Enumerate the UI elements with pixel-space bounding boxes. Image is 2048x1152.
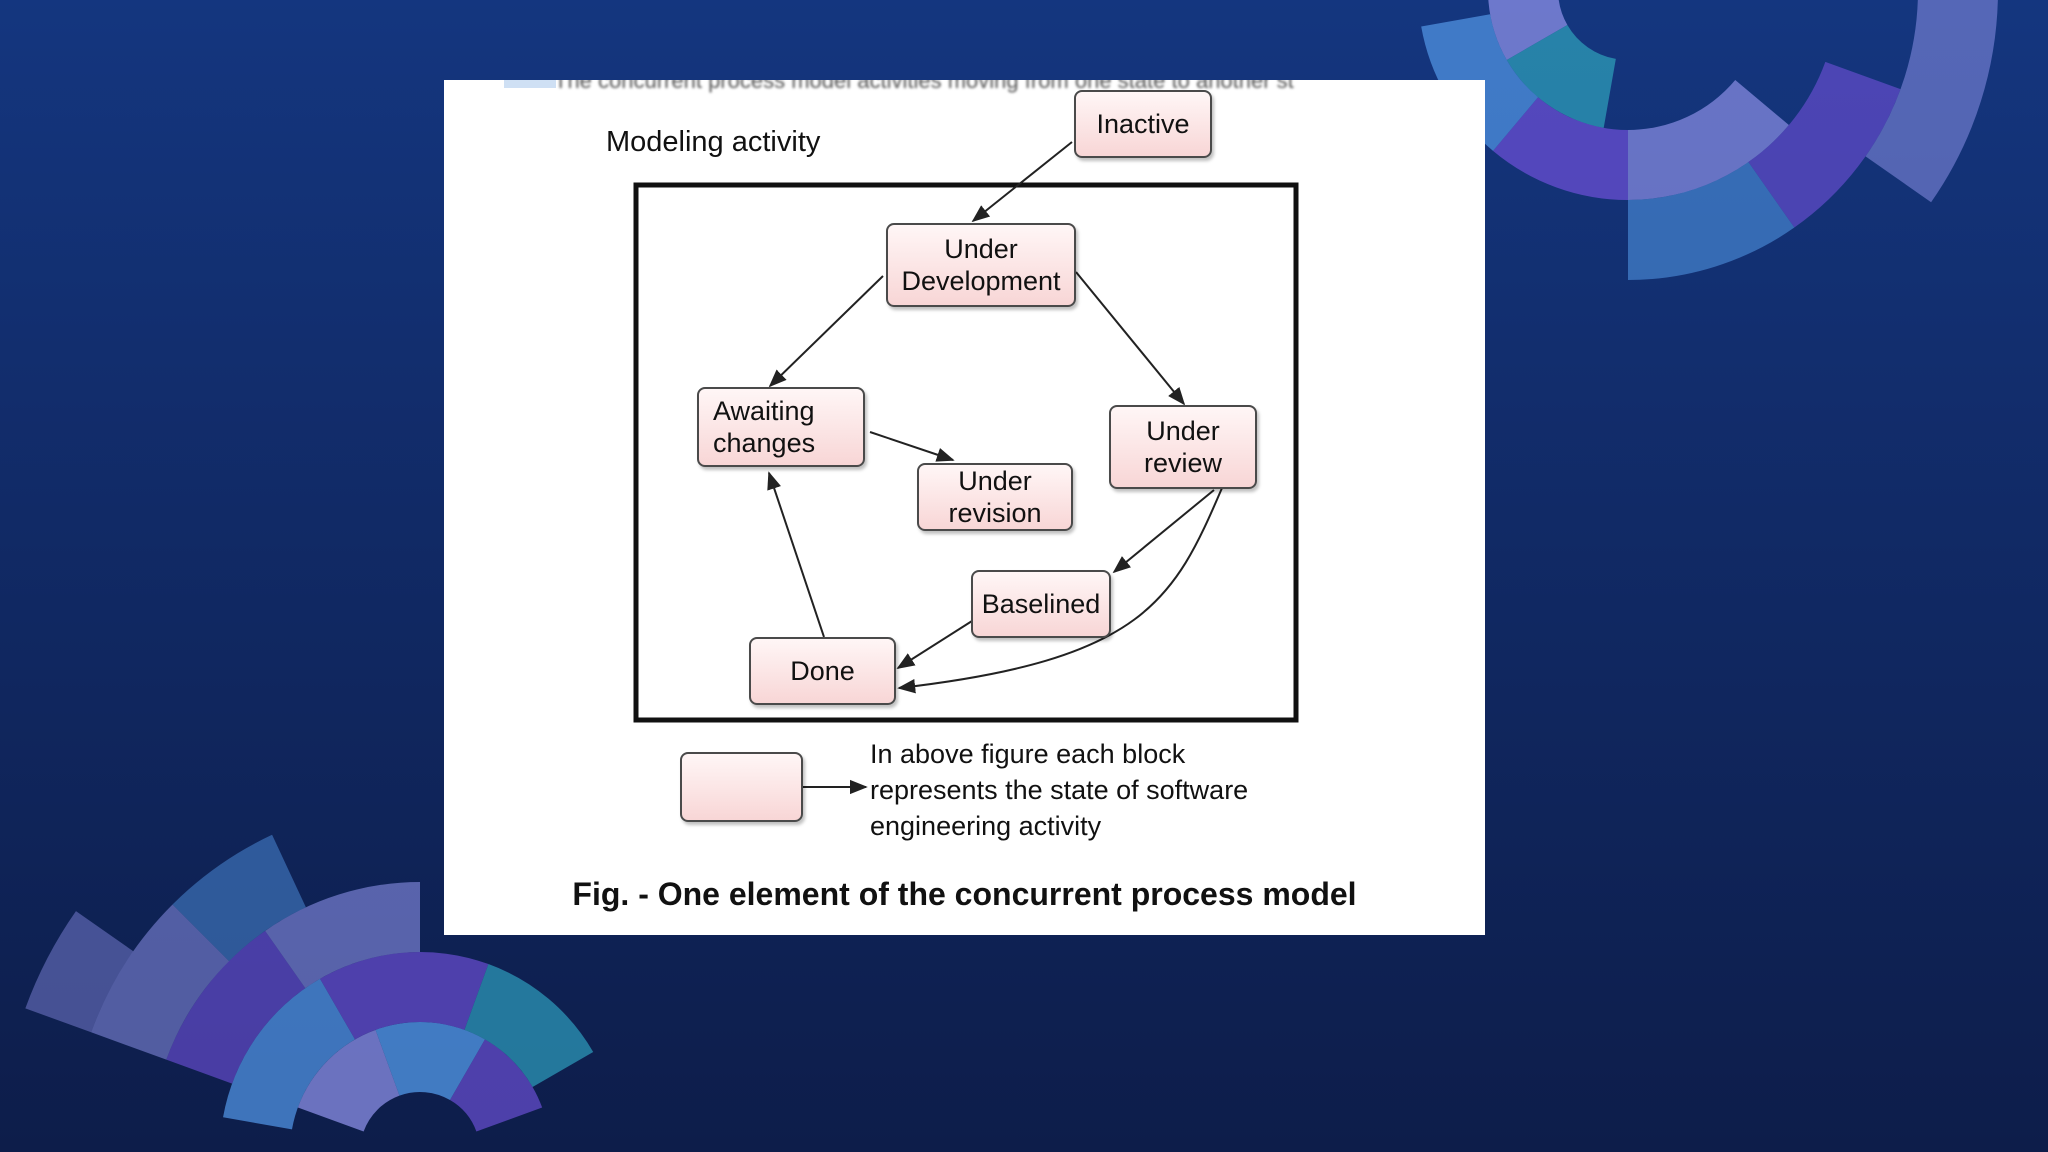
decor-wedge-tr <box>1748 61 1901 228</box>
diagram-lines <box>633 141 1299 795</box>
state-under-development-line2: Development <box>901 266 1061 296</box>
decor-wedge-bl <box>320 951 489 1040</box>
state-awaiting-changes-line2: changes <box>713 428 816 458</box>
decor-wedge-tr <box>1865 0 1998 203</box>
state-inactive-label: Inactive <box>1096 109 1190 139</box>
decor-wedge-tr <box>1488 0 1568 60</box>
state-done-label: Done <box>790 656 855 686</box>
state-awaiting-changes: Awaiting changes <box>697 387 865 467</box>
state-done: Done <box>749 637 896 705</box>
state-under-review-line1: Under <box>1146 416 1220 446</box>
state-baselined: Baselined <box>971 570 1111 638</box>
partial-caption: The concurrent process model activities … <box>554 80 1294 93</box>
activity-frame <box>633 182 1299 723</box>
arrow-review-to-done <box>897 487 1223 694</box>
legend-text: In above figure each block represents th… <box>870 736 1248 844</box>
decor-wedge-tr <box>1628 162 1795 280</box>
decor-wedge-bl <box>91 904 230 1060</box>
state-baselined-label: Baselined <box>981 589 1101 619</box>
arrow-baselined-to-done <box>896 620 973 669</box>
decor-wedge-bl <box>265 882 420 989</box>
legend-line-3: engineering activity <box>870 811 1102 841</box>
state-inactive: Inactive <box>1074 90 1212 158</box>
state-under-revision: Under revision <box>917 463 1073 531</box>
decor-wedge-bl <box>297 1029 400 1132</box>
modeling-activity-label: Modeling activity <box>606 126 821 158</box>
figure-image: The concurrent process model activities … <box>444 80 1485 935</box>
cut-highlight-bar <box>504 80 556 88</box>
arrow-development-to-review <box>1075 271 1186 406</box>
arrow-review-to-baselined <box>1112 489 1215 574</box>
decor-wedge-bl <box>166 930 306 1084</box>
arrow-awaiting-to-revision <box>869 431 955 462</box>
arrow-done-to-awaiting <box>767 471 825 638</box>
legend-sample-block <box>680 752 803 822</box>
decor-wedge-tr <box>1628 79 1789 201</box>
legend-line-1: In above figure each block <box>870 739 1186 769</box>
state-under-development-line1: Under <box>944 234 1018 264</box>
figure-caption: Fig. - One element of the concurrent pro… <box>572 876 1357 912</box>
state-under-review: Under review <box>1109 405 1257 489</box>
decor-wedge-bl <box>464 964 594 1087</box>
decor-wedge-bl <box>25 911 134 1033</box>
state-under-revision-line2: revision <box>948 498 1042 528</box>
decor-wedge-tr <box>1506 25 1616 128</box>
state-under-review-line2: review <box>1143 448 1223 478</box>
state-awaiting-changes-line1: Awaiting <box>713 396 815 426</box>
decor-wedge-bl <box>375 1022 485 1101</box>
decor-wedge-bl <box>223 978 355 1130</box>
decor-wedge-bl <box>172 834 306 962</box>
decor-wedge-bl <box>450 1039 543 1132</box>
decor-wedge-tr <box>1493 97 1628 201</box>
state-under-revision-line1: Under <box>958 466 1032 496</box>
legend-line-2: represents the state of software <box>870 775 1249 805</box>
arrow-inactive-to-development <box>971 141 1073 223</box>
state-under-development: Under Development <box>886 223 1076 307</box>
arrow-development-to-awaiting <box>768 275 884 388</box>
